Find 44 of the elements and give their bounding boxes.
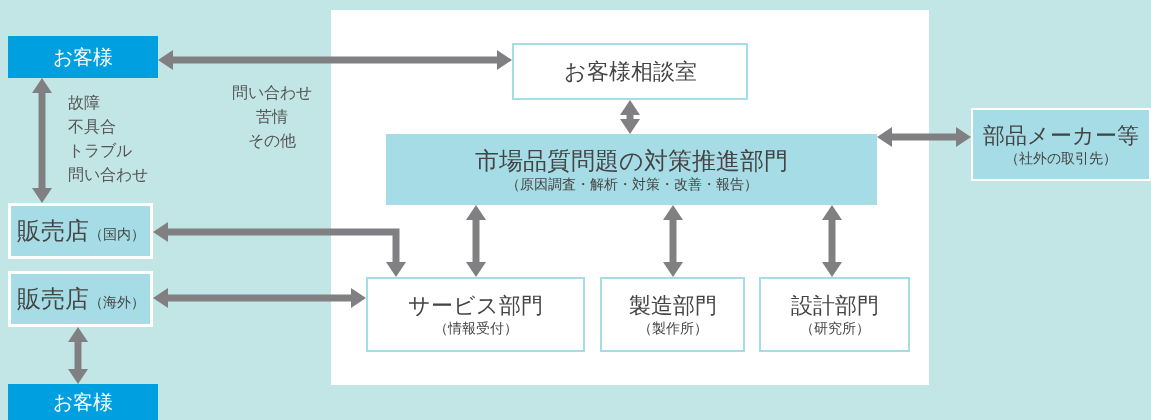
department-box — [600, 277, 745, 352]
double-arrow — [68, 327, 88, 384]
node-title: お客様相談室 — [563, 57, 697, 86]
double-arrow — [158, 50, 512, 70]
node-title: 設計部門 — [790, 292, 879, 320]
node-title: 販売店 — [16, 216, 89, 247]
note-text: 問い合わせ — [231, 82, 313, 104]
department-box — [8, 271, 153, 327]
double-arrow — [877, 127, 971, 147]
note-text: 不具合 — [68, 116, 116, 138]
department-box — [759, 277, 910, 352]
node-subtitle: （研究所） — [799, 319, 870, 337]
department-box — [8, 203, 153, 259]
node-subtitle: （国内） — [88, 225, 145, 244]
department-box — [971, 108, 1151, 181]
node-title: サービス部門 — [408, 292, 543, 320]
node-subtitle: （情報受付） — [433, 319, 518, 337]
node-subtitle: （製作所） — [637, 319, 708, 337]
node-title: お客様 — [53, 389, 113, 415]
note-text: 苦情 — [255, 106, 289, 128]
department-box — [386, 134, 877, 205]
note-text: トラブル — [68, 140, 132, 162]
double-arrow — [153, 222, 406, 277]
note-text: その他 — [247, 130, 297, 152]
double-arrow — [466, 205, 486, 277]
double-arrow — [32, 78, 52, 203]
node-title: 製造部門 — [628, 292, 717, 320]
node-title: 市場品質問題の対策推進部門 — [475, 145, 788, 176]
customer-box — [8, 384, 158, 420]
node-title: お客様 — [53, 44, 113, 70]
note-text: 故障 — [68, 92, 100, 114]
double-arrow — [153, 288, 366, 308]
department-box — [512, 43, 748, 100]
node-title: 販売店 — [16, 284, 89, 315]
node-subtitle: （社外の取引先） — [1005, 149, 1117, 167]
department-box — [366, 277, 585, 352]
node-title: 部品メーカー等 — [983, 122, 1139, 150]
node-subtitle: （海外） — [88, 293, 145, 312]
node-subtitle: （原因調査・解析・対策・改善・報告） — [505, 175, 758, 194]
double-arrow — [663, 205, 683, 277]
double-arrow — [822, 205, 842, 277]
double-arrow — [620, 100, 640, 134]
customer-box — [8, 36, 158, 78]
note-text: 問い合わせ — [68, 164, 148, 186]
